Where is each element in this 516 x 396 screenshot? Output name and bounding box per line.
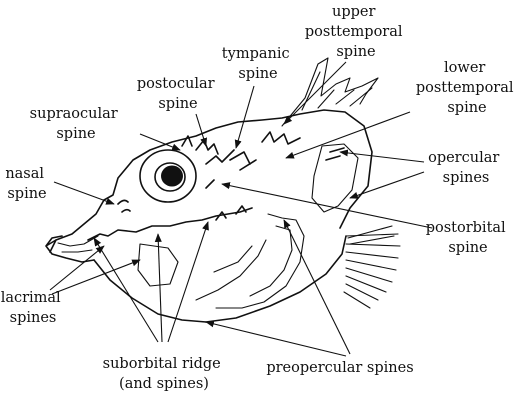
lacrimal-plate: [138, 244, 178, 286]
label-supraocular: supraocular spine: [30, 106, 123, 142]
labels: upper posttemporal spine tympanic spine …: [1, 4, 516, 392]
arrow-preopercular-1: [206, 322, 346, 356]
arrow-lacrimal-1: [50, 246, 104, 290]
arrow-nasal: [54, 182, 114, 204]
label-tympanic: tympanic spine: [222, 46, 294, 82]
suborbital-ridge: [88, 208, 252, 240]
opercle: [312, 144, 358, 212]
orbital-spines: [182, 132, 300, 188]
arrow-preopercular-2: [284, 220, 350, 354]
arrow-suborbital-1: [94, 238, 158, 342]
preopercle: [216, 214, 304, 308]
label-lower-posttemporal: lower posttemporal spine: [416, 60, 516, 116]
label-upper-posttemporal: upper posttemporal spine: [305, 4, 407, 60]
label-suborbital: suborbital ridge (and spines): [103, 356, 226, 392]
eye: [140, 150, 196, 202]
arrow-suborbital-3: [168, 222, 208, 342]
label-lacrimal: lacrimal spines: [1, 290, 66, 326]
arrow-opercular-1: [340, 152, 424, 162]
label-postocular: postocular spine: [137, 76, 219, 112]
pectoral-fin: [344, 226, 400, 308]
arrow-lower-posttemporal: [286, 112, 410, 158]
dorsal-fin: [282, 58, 378, 126]
arrow-suborbital-2: [158, 234, 162, 342]
lower-contour: [94, 260, 206, 322]
label-postorbital: postorbital spine: [426, 220, 511, 256]
label-nasal: nasal spine: [5, 166, 48, 202]
arrow-postorbital: [222, 184, 432, 228]
arrow-postocular: [196, 114, 206, 146]
label-opercular: opercular spines: [428, 150, 504, 186]
label-preopercular: preopercular spines: [266, 360, 413, 376]
arrow-tympanic: [236, 86, 254, 148]
fish-head-illustration: [46, 58, 400, 322]
arrow-opercular-2: [350, 172, 424, 198]
